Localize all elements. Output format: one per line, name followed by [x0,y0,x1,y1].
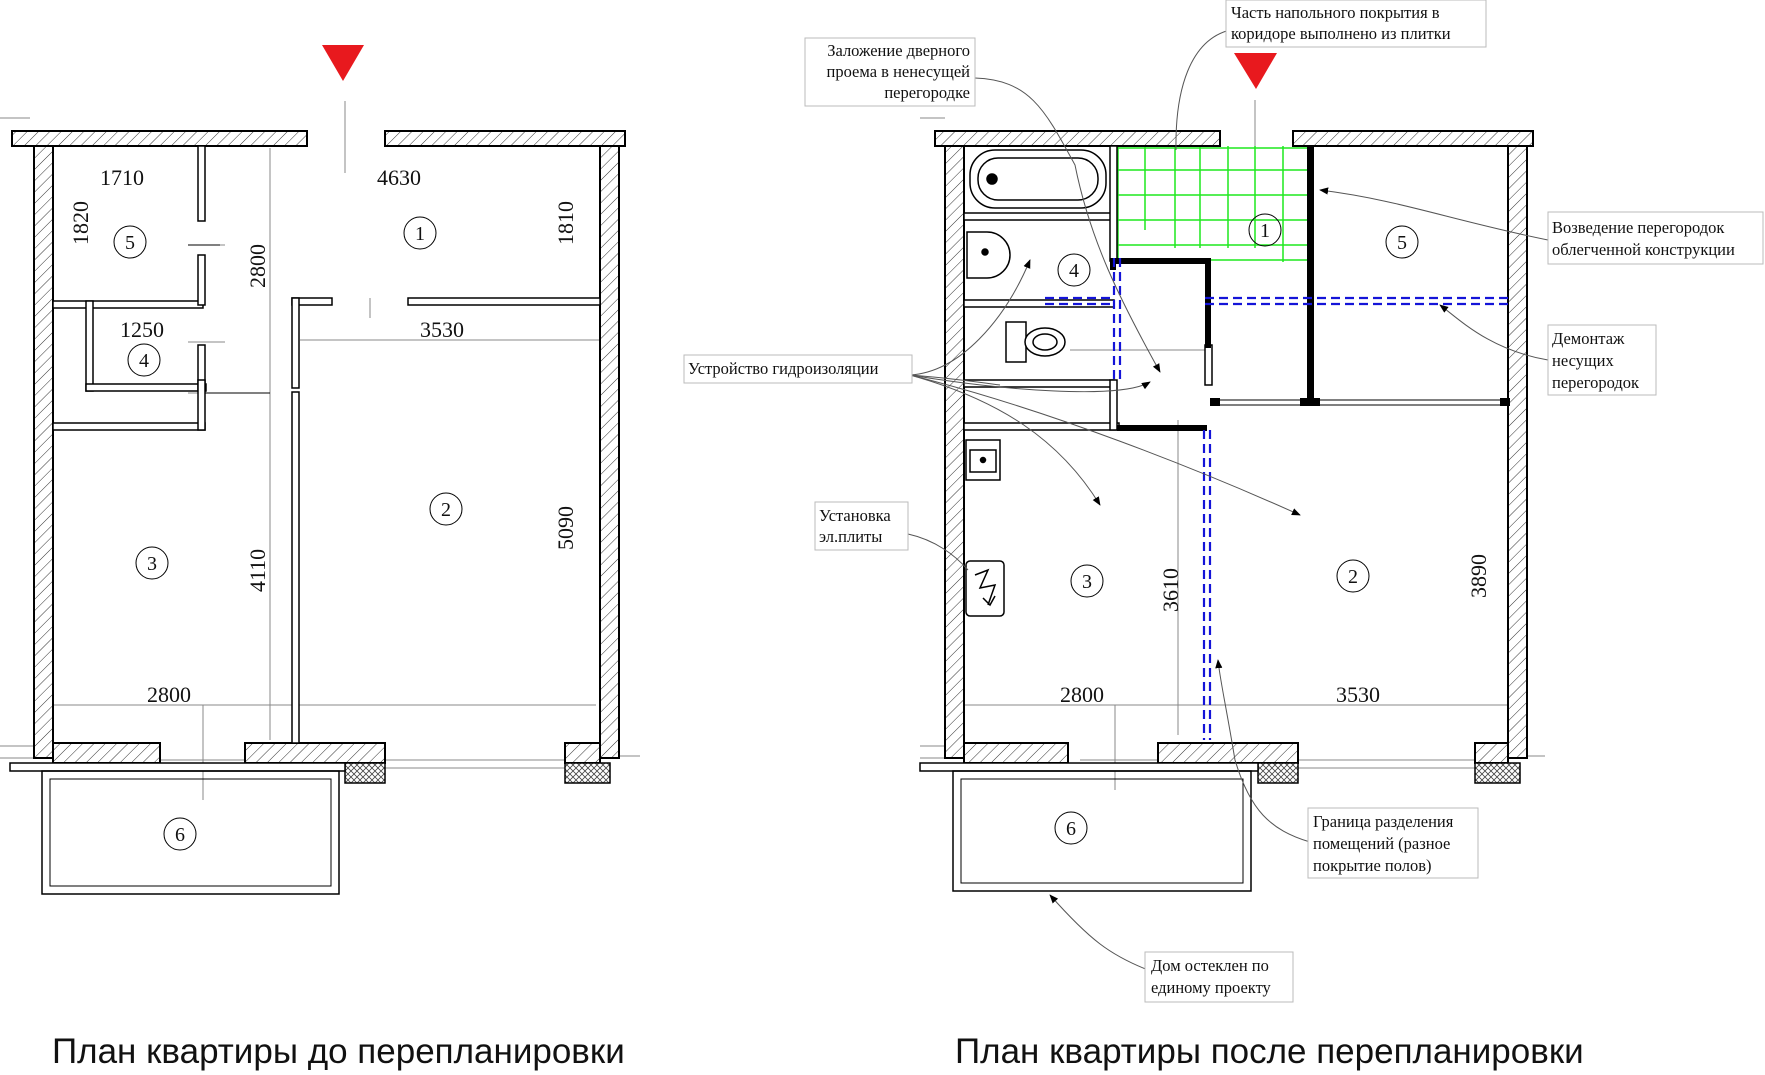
svg-text:Часть напольного покрытия в: Часть напольного покрытия в [1231,3,1440,22]
room-number-3-after: 3 [1070,564,1104,598]
room-number-6-after: 6 [1054,811,1088,845]
svg-text:перегородке: перегородке [884,83,970,102]
plan-after [919,53,1545,892]
washbasin-icon [966,231,1011,279]
dim-5090: 5090 [553,506,578,550]
note-waterproofing: Устройство гидроизоляции [683,354,913,384]
svg-text:Возведение перегородок: Возведение перегородок [1552,218,1725,237]
svg-text:облегченной конструкции: облегченной конструкции [1552,240,1735,259]
svg-text:2: 2 [441,499,451,521]
svg-text:3: 3 [1082,571,1092,593]
room-number-5-before: 5 [113,225,147,259]
dim-2800-horizontal: 2800 [147,682,191,707]
dim-4110: 4110 [245,549,270,592]
svg-text:покрытие полов): покрытие полов) [1313,856,1432,875]
svg-text:1: 1 [415,223,425,245]
electric-stove-icon [965,560,1005,617]
svg-text:6: 6 [175,824,185,846]
note-door-closure: Заложение дверного проема в ненесущей пе… [804,37,976,107]
svg-text:коридоре выполнено из плитки: коридоре выполнено из плитки [1231,24,1451,43]
dim-1820: 1820 [68,201,93,245]
svg-text:Демонтаж: Демонтаж [1552,329,1625,348]
note-glazing: Дом остеклен по единому проекту [1144,951,1294,1003]
leader-lines [907,29,1549,971]
room-number-2-after: 2 [1336,559,1370,593]
dim-1710: 1710 [100,165,144,190]
svg-text:5: 5 [125,232,135,254]
dim-2800-vertical: 2800 [245,244,270,288]
room-number-4-before: 4 [127,343,161,377]
dim-2800-after: 2800 [1060,682,1104,707]
title-before: План квартиры до перепланировки [52,1032,625,1071]
note-floor-tiles: Часть напольного покрытия в коридоре вып… [1225,0,1487,48]
title-after: План квартиры после перепланировки [955,1032,1584,1071]
entrance-marker-after [1234,53,1277,89]
svg-text:5: 5 [1397,232,1407,254]
entrance-marker-before [322,45,364,81]
svg-text:6: 6 [1066,818,1076,840]
room-number-1-after: 1 [1248,213,1282,247]
note-stove-installation: Установка эл.плиты [814,501,909,551]
svg-text:Установка: Установка [819,506,891,525]
svg-text:единому проекту: единому проекту [1151,978,1272,997]
svg-text:проема в ненесущей: проема в ненесущей [827,62,971,81]
svg-text:помещений (разное: помещений (разное [1313,834,1450,853]
svg-text:эл.плиты: эл.плиты [819,527,882,546]
svg-text:2: 2 [1348,566,1358,588]
svg-text:Заложение дверного: Заложение дверного [827,41,970,60]
room-number-3-before: 3 [135,546,169,580]
dim-1250: 1250 [120,317,164,342]
dim-3890: 3890 [1466,554,1491,598]
room-number-5-after: 5 [1385,225,1419,259]
plan-before [0,45,640,895]
svg-text:несущих: несущих [1552,351,1614,370]
svg-text:4: 4 [1069,260,1079,282]
svg-text:Устройство гидроизоляции: Устройство гидроизоляции [688,359,879,378]
sink-icon [965,439,1001,481]
dim-3530-after: 3530 [1336,682,1380,707]
waterproofing-lines [1045,258,1510,740]
room-number-1-before: 1 [403,216,437,250]
svg-text:Дом остеклен по: Дом остеклен по [1151,956,1269,975]
room-number-2-before: 2 [429,492,463,526]
dim-4630: 4630 [377,165,421,190]
note-room-boundary: Граница разделения помещений (разное пок… [1307,807,1479,879]
svg-text:Граница разделения: Граница разделения [1313,812,1454,831]
svg-text:4: 4 [139,350,149,372]
svg-text:3: 3 [147,553,157,575]
svg-text:перегородок: перегородок [1552,373,1640,392]
dim-1810: 1810 [553,201,578,245]
note-partition-construction: Возведение перегородок облегченной конст… [1547,211,1764,265]
room-number-6-before: 6 [163,817,197,851]
dim-3610: 3610 [1158,568,1183,612]
tile-floor-area [1117,146,1310,262]
bathtub-icon [969,149,1107,209]
room-number-4-after: 4 [1057,253,1091,287]
dim-3530: 3530 [420,317,464,342]
toilet-icon [1005,321,1066,363]
note-partition-demolition: Демонтаж несущих перегородок [1547,324,1657,396]
svg-text:1: 1 [1260,220,1270,242]
